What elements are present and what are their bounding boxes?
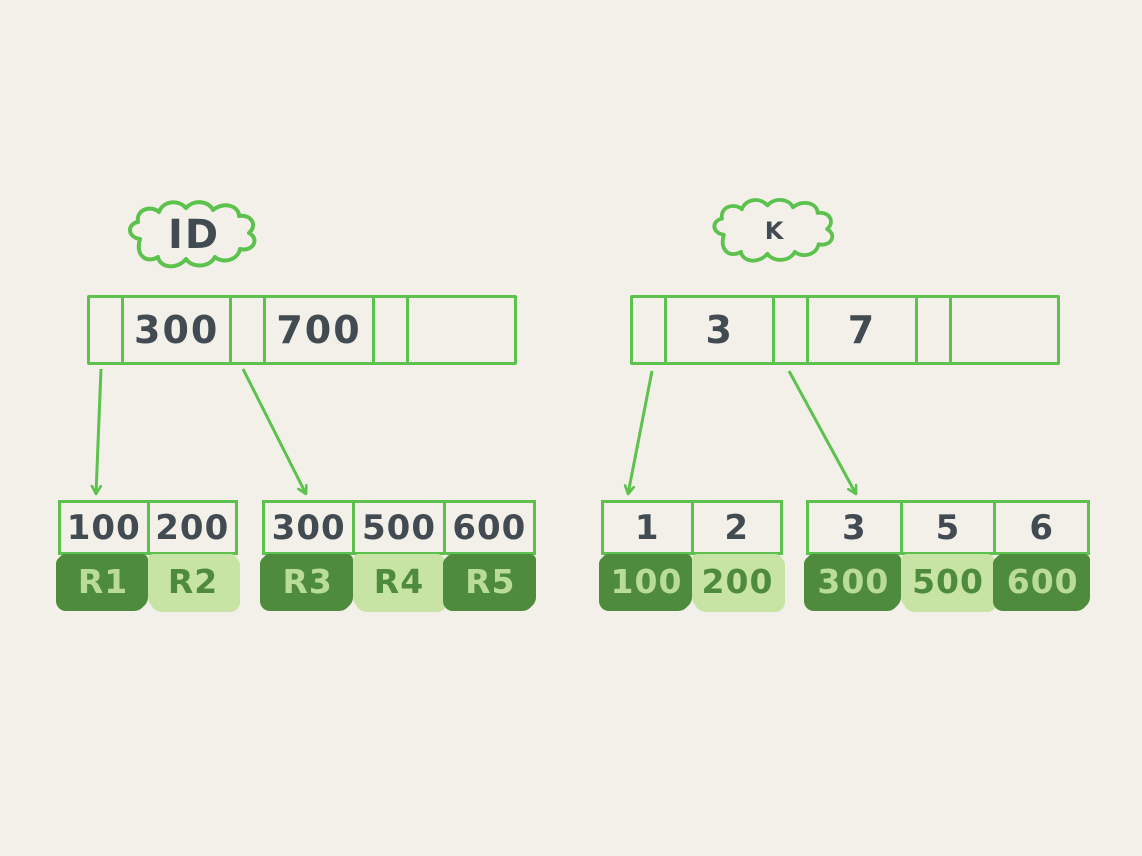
root-cell: [232, 298, 267, 362]
arrow-k-leaf2: [787, 370, 856, 494]
leaf-key-row: 3 5 6: [806, 500, 1090, 555]
leaf-record-row: R3 R4 R5: [262, 554, 536, 609]
record-block: 100: [601, 554, 692, 609]
cloud-shape-icon: [712, 198, 835, 263]
root-cell: [952, 298, 1057, 362]
root-cell: [775, 298, 810, 362]
root-cell: [375, 298, 409, 362]
key-cell: 200: [155, 507, 230, 548]
id-root-node: 300 700: [87, 295, 517, 365]
root-cell: 700: [266, 298, 375, 362]
record-block: R4: [353, 554, 445, 609]
root-cell: [918, 298, 952, 362]
record-block: R5: [444, 554, 536, 609]
leaf-record-row: R1 R2: [58, 554, 238, 609]
leaf-key-row: 100 200: [58, 500, 238, 555]
key-cell: 2: [724, 507, 750, 548]
arrow-id-leaf1: [96, 368, 103, 494]
leaf-key-row: 300 500 600: [262, 500, 536, 555]
root-cell: 7: [809, 298, 918, 362]
k-root-node: 3 7: [630, 295, 1060, 365]
record-block: 600: [995, 554, 1091, 609]
leaf-record-row: 100 200: [601, 554, 783, 609]
id-cloud: ID: [121, 197, 267, 273]
k-cloud-label: K: [764, 217, 786, 245]
key-cell: 500: [355, 503, 446, 552]
root-cell: 300: [124, 298, 233, 362]
root-cell: [90, 298, 124, 362]
key-cell: 300: [265, 503, 356, 552]
root-cell: 3: [667, 298, 776, 362]
key-cell: 100: [61, 503, 150, 552]
root-cell: [409, 298, 514, 362]
cloud-shape-icon: [128, 200, 257, 269]
id-leaf-node-2: 300 500 600 R3 R4 R5: [262, 500, 536, 609]
key-cell: 1: [604, 503, 694, 552]
arrow-id-leaf2: [241, 368, 306, 494]
key-cell: 600: [452, 507, 527, 548]
k-leaf-node-2: 3 5 6 300 500 600: [806, 500, 1091, 609]
record-block: 200: [692, 554, 783, 609]
record-block: R3: [262, 554, 354, 609]
record-block: R2: [148, 554, 238, 609]
leaf-key-row: 1 2: [601, 500, 783, 555]
id-cloud-label: ID: [167, 212, 221, 258]
leaf-record-row: 300 500 600: [806, 554, 1091, 609]
key-cell: 6: [1029, 507, 1055, 548]
key-cell: 5: [903, 503, 997, 552]
arrow-k-leaf1: [628, 370, 654, 494]
k-cloud: K: [705, 195, 845, 267]
id-leaf-node-1: 100 200 R1 R2: [58, 500, 238, 609]
root-cell: [633, 298, 667, 362]
key-cell: 3: [809, 503, 903, 552]
record-block: 300: [806, 554, 901, 609]
record-block: R1: [58, 554, 148, 609]
record-block: 500: [900, 554, 996, 609]
k-leaf-node-1: 1 2 100 200: [601, 500, 783, 609]
